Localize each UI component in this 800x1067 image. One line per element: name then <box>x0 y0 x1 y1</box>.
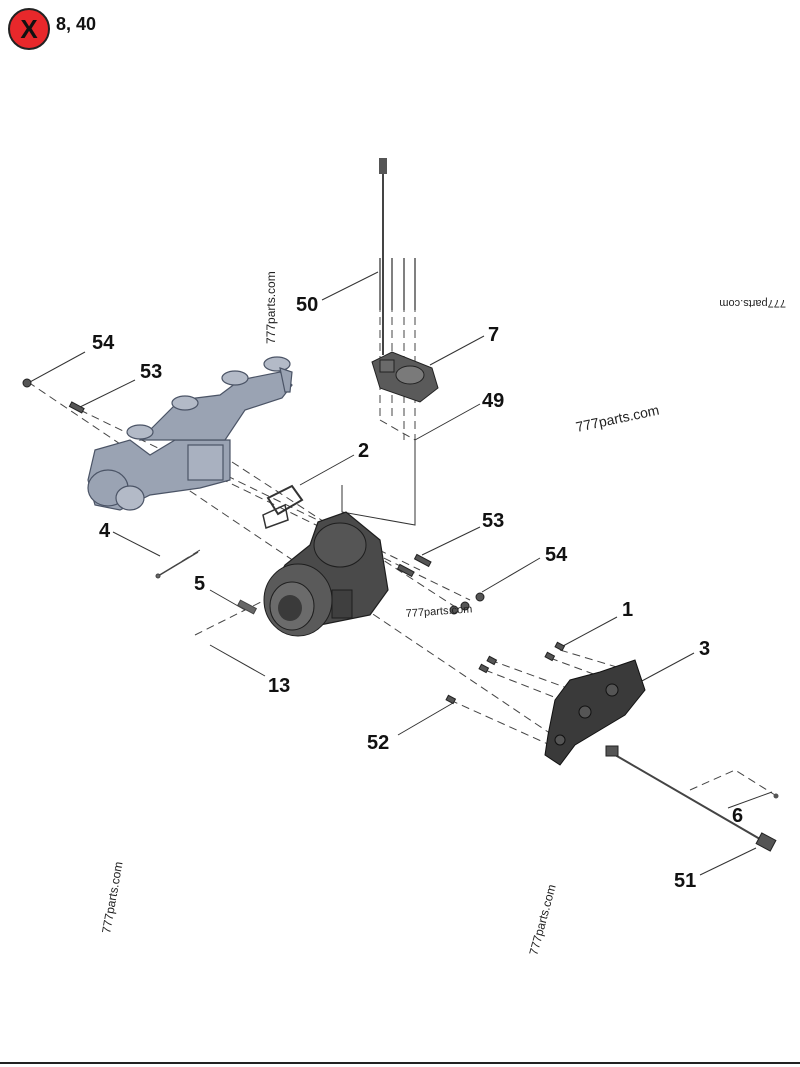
callout-53-right: 53 <box>482 510 504 532</box>
bottom-rule <box>0 1062 800 1064</box>
callout-6: 6 <box>732 805 743 827</box>
studs-50 <box>379 258 416 310</box>
assembly-lines <box>27 265 776 796</box>
bolts-1-52 <box>445 641 566 705</box>
watermark-bottom-left: 777parts.com <box>99 860 125 934</box>
exhaust-manifold <box>87 356 293 511</box>
wire-harness-50 <box>379 158 387 355</box>
callout-13: 13 <box>268 675 290 697</box>
callout-1: 1 <box>622 599 633 621</box>
watermark-vertical-top: 777parts.com <box>264 271 278 344</box>
callout-labels: 54 53 50 7 49 2 53 54 4 5 13 1 3 52 6 51 <box>92 294 743 892</box>
remove-badge-icon: X <box>8 8 50 50</box>
watermark-upside-down: 777parts.com <box>719 297 786 309</box>
small-parts-4-5 <box>155 551 258 615</box>
leader-lines <box>29 271 773 876</box>
watermarks: 777parts.com 777parts.com 777parts.com 7… <box>99 271 786 956</box>
callout-4: 4 <box>99 520 111 542</box>
bracket-3 <box>544 659 646 766</box>
actuator-7 <box>371 351 439 403</box>
callout-49: 49 <box>482 390 504 412</box>
callout-5: 5 <box>194 573 205 595</box>
callout-53-top: 53 <box>140 361 162 383</box>
callout-7: 7 <box>488 324 499 346</box>
watermark-bottom-center: 777parts.com <box>526 883 558 957</box>
turbocharger-13 <box>263 511 389 637</box>
callout-51: 51 <box>674 870 696 892</box>
watermark-center-right: 777parts.com <box>574 402 660 435</box>
gasket-2 <box>262 484 304 529</box>
callout-54-top: 54 <box>92 332 115 354</box>
callout-52: 52 <box>367 732 389 754</box>
watermark-turbo: 777parts.com <box>405 603 472 620</box>
callout-50: 50 <box>296 294 318 316</box>
fasteners-53-54 <box>22 378 485 615</box>
callout-2: 2 <box>358 440 369 462</box>
callout-54-right: 54 <box>545 544 568 566</box>
badge-symbol: X <box>20 14 38 44</box>
callout-3: 3 <box>699 638 710 660</box>
sensor-51 <box>605 745 779 852</box>
badge-reference-text: 8, 40 <box>56 14 97 34</box>
